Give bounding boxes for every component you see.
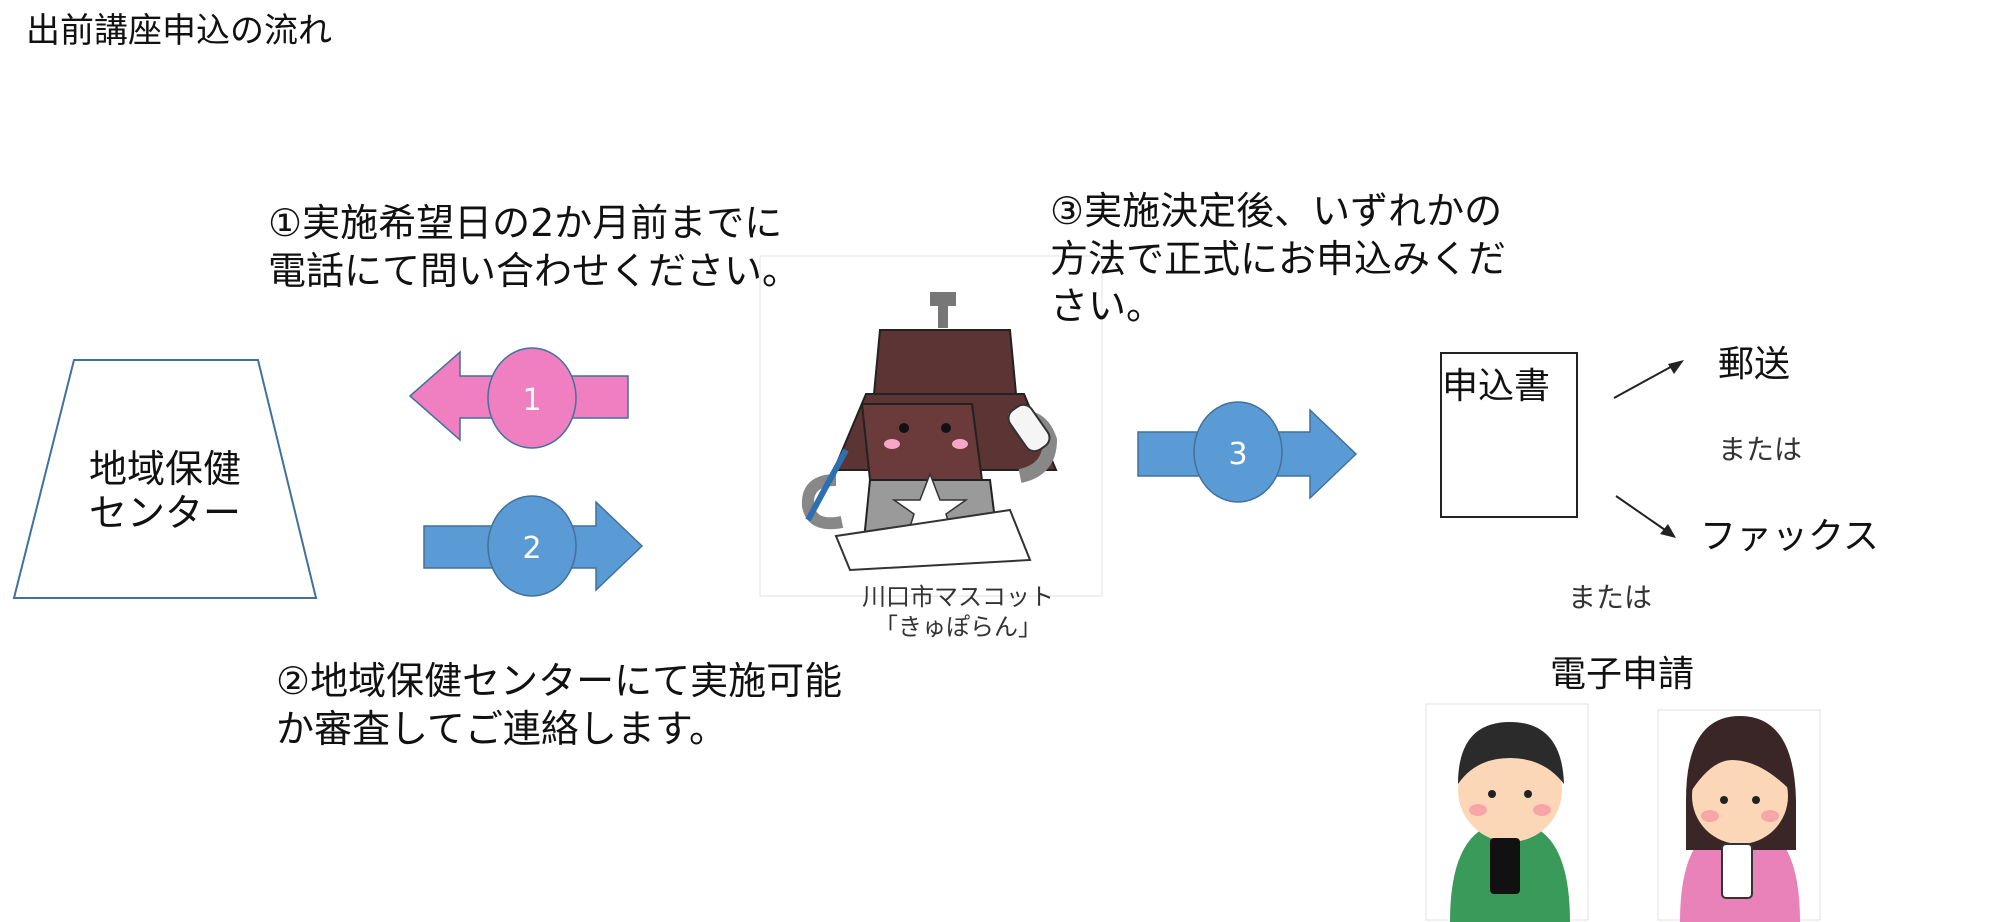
step-2-text: ②地域保健センターにて実施可能 か審査してご連絡します。 xyxy=(276,659,843,751)
arrow-2 xyxy=(423,495,644,597)
mail-label: 郵送 xyxy=(1718,344,1791,385)
application-form-box xyxy=(1440,352,1578,518)
health-center-label: 地域保健 センター xyxy=(88,447,241,535)
arrow-to-mail xyxy=(1613,363,1677,399)
arrow-2-number: 2 xyxy=(522,531,541,566)
girl-illustration xyxy=(1680,716,1800,922)
application-form-label: 申込書 xyxy=(1442,366,1551,407)
health-center-shape xyxy=(12,359,318,599)
step-3-text: ③実施決定後、いずれかの 方法で正式にお申込みくだ さい。 xyxy=(1050,189,1507,328)
arrow-3 xyxy=(1137,401,1358,503)
or-label-2: または xyxy=(1568,581,1653,614)
arrow-to-fax xyxy=(1615,495,1669,533)
or-label-1: または xyxy=(1718,433,1803,466)
fax-label: ファックス xyxy=(1700,516,1879,557)
page-title: 出前講座申込の流れ xyxy=(26,11,332,51)
arrow-1-number: 1 xyxy=(522,383,541,418)
step-1-text: ①実施希望日の2か月前までに 電話にて問い合わせください。 xyxy=(268,201,801,293)
mascot-caption: 川口市マスコット 「きゅぽらん」 xyxy=(862,583,1054,641)
boy-illustration xyxy=(1450,722,1570,922)
arrow-1 xyxy=(408,347,629,449)
arrow-3-number: 3 xyxy=(1228,437,1247,472)
mascot-illustration xyxy=(801,292,1058,572)
electronic-application-label: 電子申請 xyxy=(1550,654,1695,695)
